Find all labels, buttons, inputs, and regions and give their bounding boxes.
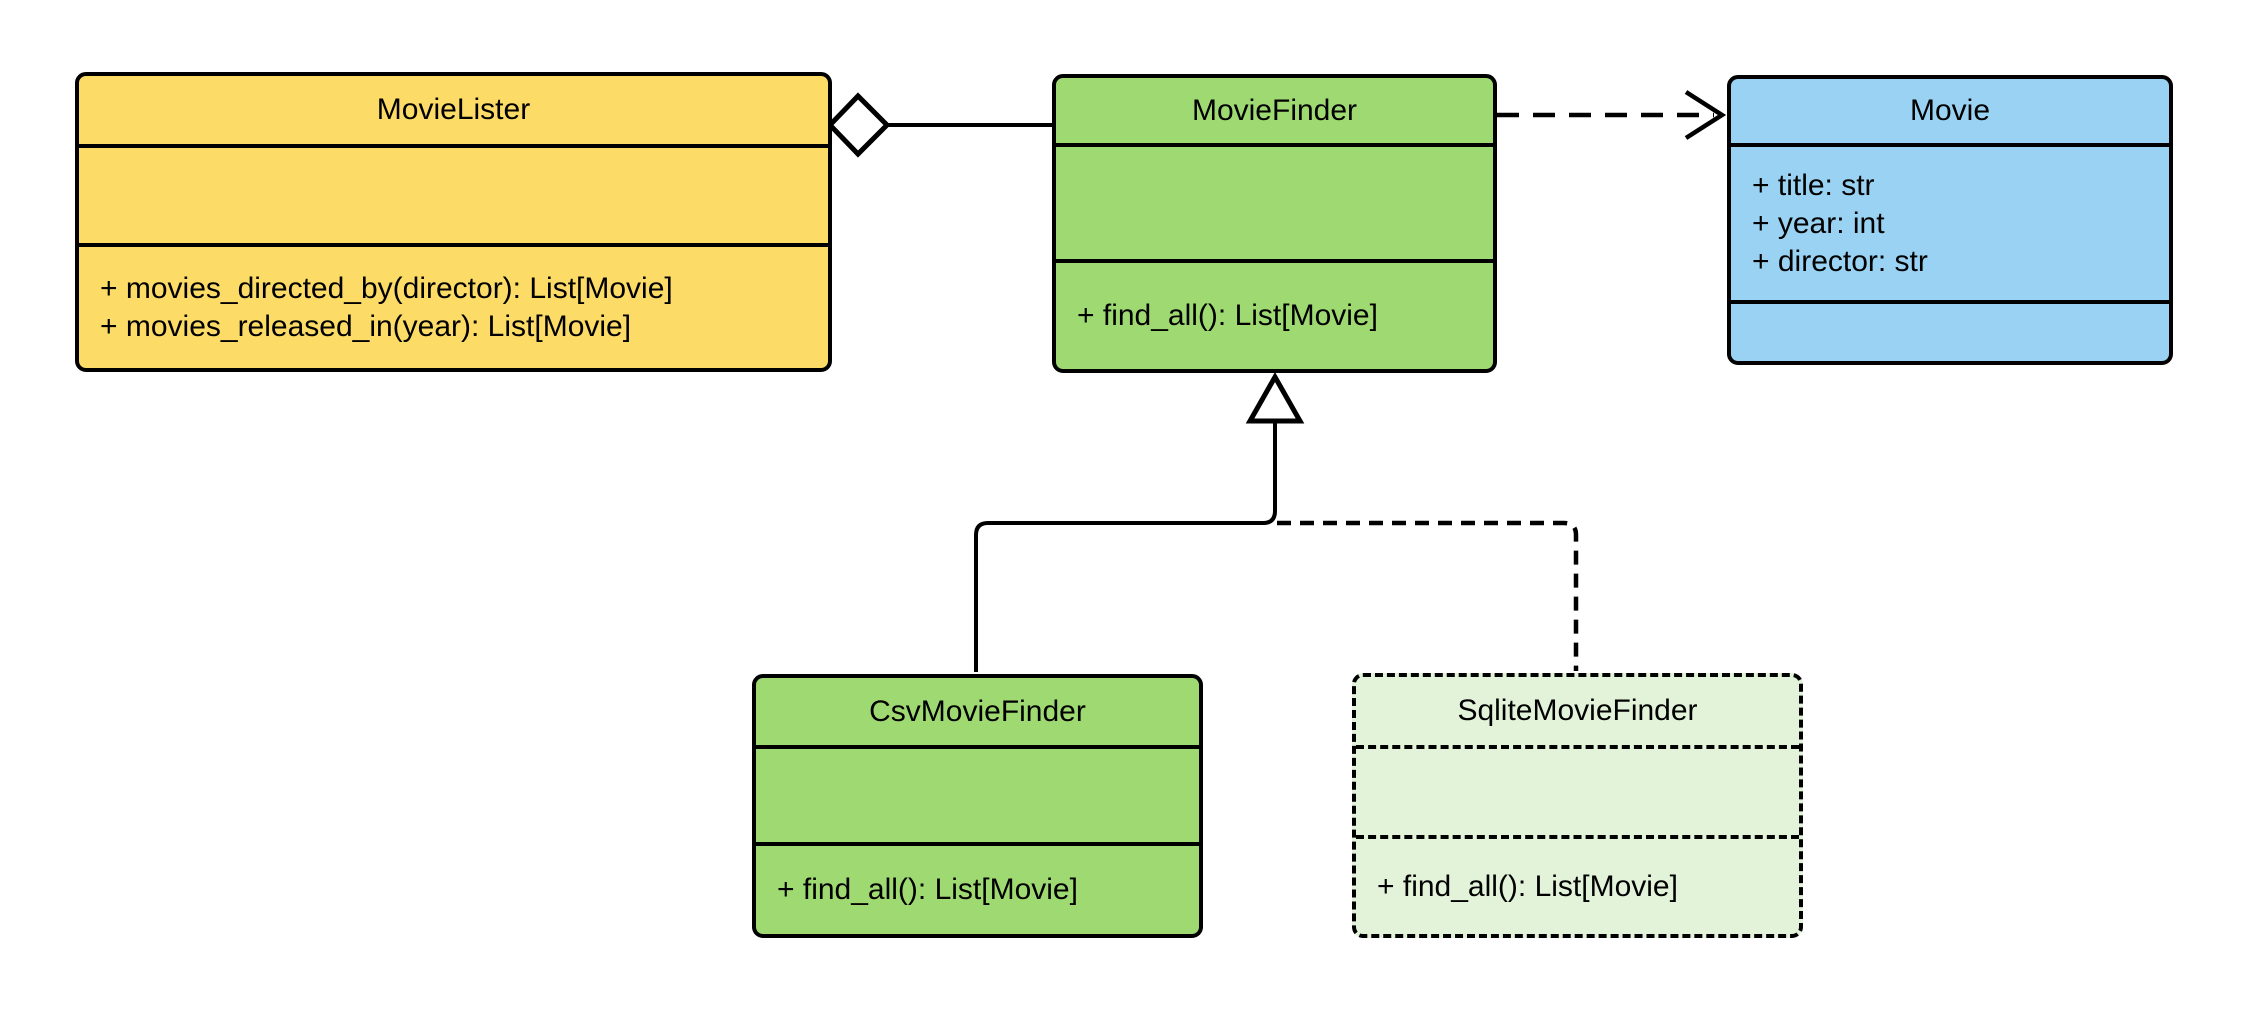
dependency-open-arrow-icon xyxy=(1684,90,1727,140)
method-text: + find_all(): List[Movie] xyxy=(777,873,1078,906)
class-box-csvmoviefinder: CsvMovieFinder + find_all(): List[Movie] xyxy=(752,674,1203,938)
attribute-text: + director: str xyxy=(1752,244,1928,278)
method-text: + find_all(): List[Movie] xyxy=(1077,299,1378,332)
attributes-section-sqlitemoviefinder xyxy=(1356,745,1799,835)
methods-section-movielister: + movies_directed_by(director): List[Mov… xyxy=(79,243,828,368)
attributes-section-movie: + title: str + year: int + director: str xyxy=(1731,143,2169,300)
generalization-dashed-line xyxy=(1277,520,1579,671)
methods-section-movie xyxy=(1731,300,2169,361)
aggregation-connector xyxy=(826,92,1054,158)
generalization-dashed-connector xyxy=(1277,520,1579,671)
methods-section-csvmoviefinder: + find_all(): List[Movie] xyxy=(756,842,1199,934)
method-text: + movies_directed_by(director): List[Mov… xyxy=(100,271,673,305)
method-text: + movies_released_in(year): List[Movie] xyxy=(100,309,632,343)
inheritance-triangle-icon xyxy=(1245,371,1305,424)
class-title-moviefinder: MovieFinder xyxy=(1191,93,1358,127)
methods-section-moviefinder: + find_all(): List[Movie] xyxy=(1056,259,1493,369)
class-box-movie: Movie + title: str + year: int + directo… xyxy=(1727,75,2173,365)
dependency-connector xyxy=(1497,90,1727,140)
class-title-csvmoviefinder: CsvMovieFinder xyxy=(869,694,1086,728)
class-title-movielister: MovieLister xyxy=(376,93,531,126)
generalization-solid-connector xyxy=(974,371,1305,672)
aggregation-diamond-icon xyxy=(826,92,891,158)
attribute-text: + title: str xyxy=(1752,168,1875,202)
class-box-movielister: MovieLister + movies_directed_by(directo… xyxy=(75,72,832,372)
class-title-sqlitemoviefinder: SqliteMovieFinder xyxy=(1457,694,1698,727)
attributes-section-movielister xyxy=(79,144,828,243)
method-text: + find_all(): List[Movie] xyxy=(1377,869,1678,903)
attributes-section-moviefinder xyxy=(1056,143,1493,259)
class-box-moviefinder: MovieFinder + find_all(): List[Movie] xyxy=(1052,74,1497,373)
class-box-sqlitemoviefinder: SqliteMovieFinder + find_all(): List[Mov… xyxy=(1352,673,1803,938)
methods-section-sqlitemoviefinder: + find_all(): List[Movie] xyxy=(1356,835,1799,934)
class-title-movie: Movie xyxy=(1909,94,1991,127)
attribute-text: + year: int xyxy=(1752,206,1885,240)
generalization-solid-line xyxy=(974,421,1277,672)
attributes-section-csvmoviefinder xyxy=(756,745,1199,842)
